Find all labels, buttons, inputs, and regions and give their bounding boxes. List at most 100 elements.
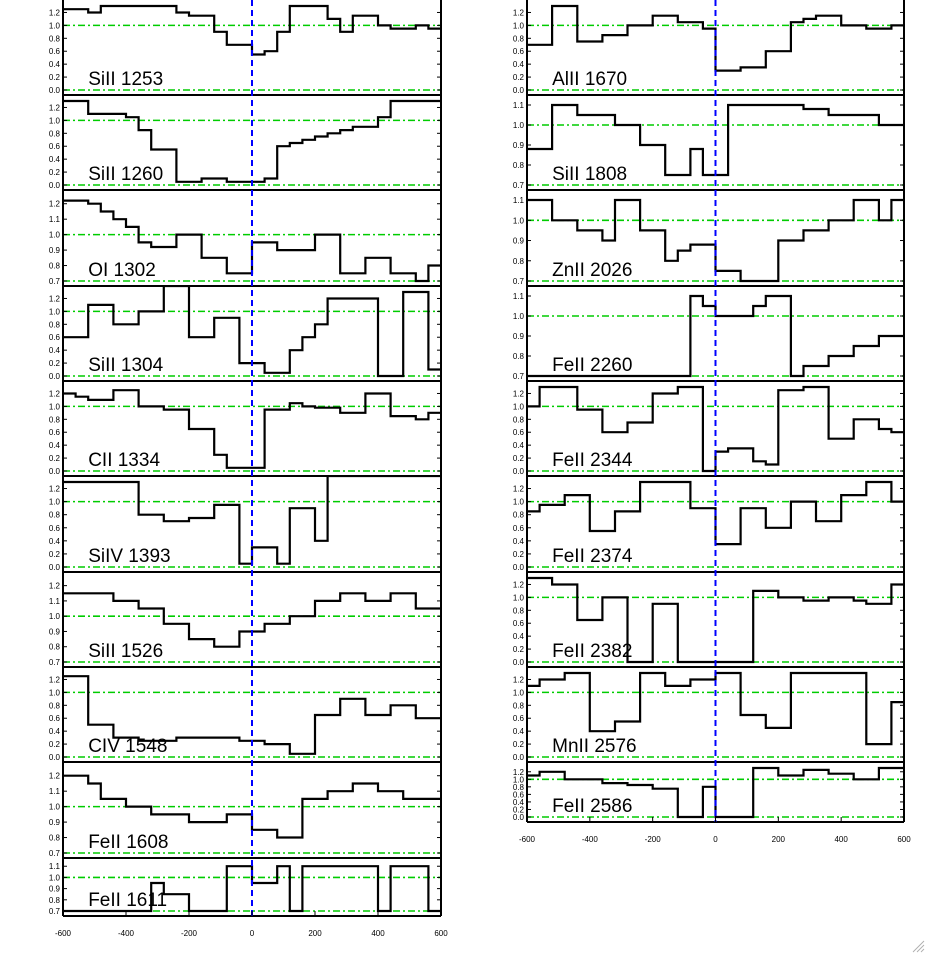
y-tick-label: 0.9 bbox=[49, 627, 61, 636]
transition-label: ZnII 2026 bbox=[552, 260, 632, 281]
y-tick-label: 0.8 bbox=[49, 320, 61, 329]
y-tick-label: 0.8 bbox=[49, 643, 61, 652]
y-tick-label: 0.2 bbox=[513, 454, 525, 463]
transition-label: CIV 1548 bbox=[88, 736, 167, 757]
y-tick-label: 0.7 bbox=[49, 658, 61, 667]
y-tick-label: 1.0 bbox=[513, 498, 525, 507]
x-tick-label: 0 bbox=[713, 835, 718, 844]
y-tick-label: 0.6 bbox=[49, 714, 61, 723]
y-tick-label: 1.2 bbox=[513, 8, 525, 17]
transition-label: AlII 1670 bbox=[552, 69, 627, 90]
y-tick-label: 0.0 bbox=[49, 467, 61, 476]
x-tick-label: -400 bbox=[582, 835, 599, 844]
y-tick-label: 0.9 bbox=[513, 237, 525, 246]
y-tick-label: 0.0 bbox=[49, 372, 61, 381]
y-tick-label: 1.2 bbox=[513, 389, 525, 398]
y-tick-label: 0.7 bbox=[49, 277, 61, 286]
y-tick-label: 1.2 bbox=[513, 675, 525, 684]
transition-label: FeII 2344 bbox=[552, 450, 633, 471]
y-tick-label: 0.4 bbox=[513, 798, 525, 807]
y-tick-label: 1.1 bbox=[513, 196, 525, 205]
y-tick-label: 0.6 bbox=[49, 428, 61, 437]
y-tick-label: 0.2 bbox=[49, 454, 61, 463]
x-tick-label: 0 bbox=[250, 929, 255, 938]
transition-label: SiII 1808 bbox=[552, 164, 627, 185]
y-tick-label: 0.9 bbox=[513, 332, 525, 341]
flux-histogram bbox=[63, 4, 441, 56]
y-tick-label: 0.6 bbox=[513, 524, 525, 533]
y-tick-label: 0.8 bbox=[513, 783, 525, 792]
y-tick-label: 1.0 bbox=[49, 803, 61, 812]
transition-label: FeII 2586 bbox=[552, 796, 632, 817]
y-tick-label: 1.0 bbox=[49, 307, 61, 316]
y-tick-label: 0.8 bbox=[513, 161, 525, 170]
y-tick-label: 1.1 bbox=[49, 597, 61, 606]
y-tick-label: 0.7 bbox=[513, 277, 525, 286]
transition-label: FeII 1608 bbox=[88, 832, 168, 853]
y-tick-label: 1.2 bbox=[49, 772, 61, 781]
y-tick-label: 0.8 bbox=[513, 257, 525, 266]
y-tick-label: 0.2 bbox=[513, 740, 525, 749]
y-tick-label: 1.0 bbox=[49, 612, 61, 621]
y-tick-label: 0.0 bbox=[513, 467, 525, 476]
y-tick-label: 0.2 bbox=[49, 740, 61, 749]
y-tick-label: 1.2 bbox=[49, 485, 61, 494]
flux-histogram bbox=[63, 592, 441, 648]
y-tick-label: 1.2 bbox=[513, 485, 525, 494]
y-tick-label: 0.2 bbox=[513, 805, 525, 814]
y-tick-label: 0.8 bbox=[49, 34, 61, 43]
flux-histogram bbox=[63, 675, 441, 755]
y-tick-label: 0.8 bbox=[49, 834, 61, 843]
y-tick-label: 0.4 bbox=[513, 537, 525, 546]
resize-grip-icon[interactable] bbox=[912, 940, 925, 953]
y-tick-label: 0.2 bbox=[49, 550, 61, 559]
y-tick-label: 1.1 bbox=[49, 215, 61, 224]
y-tick-label: 1.0 bbox=[513, 775, 525, 784]
y-tick-label: 0.8 bbox=[513, 34, 525, 43]
y-tick-label: 0.8 bbox=[513, 511, 525, 520]
x-tick-label: 200 bbox=[308, 929, 322, 938]
y-tick-label: 0.6 bbox=[513, 790, 525, 799]
y-tick-label: 0.6 bbox=[513, 714, 525, 723]
y-tick-label: 1.2 bbox=[513, 768, 525, 777]
y-tick-label: 0.4 bbox=[513, 441, 525, 450]
y-tick-label: 0.7 bbox=[49, 849, 61, 858]
y-tick-label: 0.0 bbox=[49, 563, 61, 572]
y-tick-label: 1.0 bbox=[513, 216, 525, 225]
y-tick-label: 0.6 bbox=[513, 428, 525, 437]
y-tick-label: 1.2 bbox=[49, 294, 61, 303]
y-tick-label: 1.2 bbox=[49, 389, 61, 398]
spectral-panel: 0.70.80.91.01.11.2OI 1302 bbox=[49, 199, 441, 287]
y-tick-label: 1.1 bbox=[513, 101, 525, 110]
y-tick-label: 1.2 bbox=[49, 582, 61, 591]
y-tick-label: 0.8 bbox=[49, 511, 61, 520]
transition-label: SiII 1260 bbox=[88, 164, 163, 185]
y-tick-label: 0.9 bbox=[49, 885, 61, 894]
y-tick-label: 0.0 bbox=[513, 658, 525, 667]
y-tick-label: 0.8 bbox=[513, 352, 525, 361]
transition-label: OI 1302 bbox=[88, 260, 156, 281]
x-tick-label: -600 bbox=[519, 835, 536, 844]
y-tick-label: 1.0 bbox=[513, 688, 525, 697]
y-tick-label: 0.8 bbox=[49, 701, 61, 710]
flux-histogram bbox=[63, 99, 441, 183]
flux-histogram bbox=[527, 385, 904, 473]
flux-histogram bbox=[527, 766, 904, 819]
y-tick-label: 0.2 bbox=[49, 168, 61, 177]
y-tick-label: 0.0 bbox=[513, 753, 525, 762]
y-tick-label: 0.4 bbox=[49, 727, 61, 736]
y-tick-label: 0.4 bbox=[513, 60, 525, 69]
y-tick-label: 0.0 bbox=[513, 86, 525, 95]
flux-histogram bbox=[527, 671, 904, 746]
